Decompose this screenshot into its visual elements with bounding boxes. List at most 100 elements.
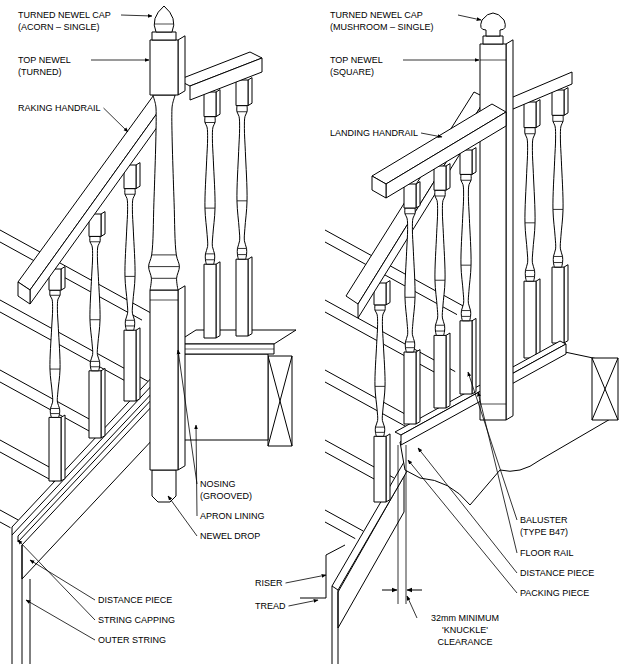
drawing-line <box>155 24 173 25</box>
part-label: NOSING (GROOVED) <box>200 478 270 502</box>
drawing-line <box>125 276 135 277</box>
drawing-part <box>174 330 296 344</box>
drawing-part <box>216 262 220 338</box>
part-label: 32mm MINIMUM 'KNUCKLE' CLEARANCE <box>420 612 510 648</box>
drawing-part <box>374 436 386 502</box>
drawing-part <box>506 40 513 420</box>
leader-line <box>18 540 95 620</box>
drawing-line <box>237 248 246 249</box>
part-label: OUTER STRING <box>98 634 166 646</box>
drawing-part <box>536 279 540 358</box>
drawing-part <box>18 282 30 304</box>
drawing-part <box>216 90 220 117</box>
leader-line <box>289 600 318 606</box>
drawing-line <box>150 300 178 301</box>
drawing-part <box>435 190 445 335</box>
drawing-part <box>460 321 472 394</box>
drawing-line <box>375 310 385 311</box>
drawing-line <box>525 276 534 277</box>
drawing-line <box>525 133 535 134</box>
leader-line <box>104 108 128 132</box>
drawing-part <box>89 371 101 438</box>
drawing-part <box>386 434 390 502</box>
drawing-line <box>375 386 385 387</box>
drawing-line <box>398 445 399 604</box>
drawing-part <box>553 115 563 267</box>
part-label: DISTANCE PIECE <box>98 594 172 606</box>
drawing-line <box>332 586 333 664</box>
drawing-part <box>404 352 416 424</box>
drawing-part <box>268 356 292 446</box>
drawing-line <box>90 361 99 362</box>
drawing-part <box>564 265 568 343</box>
drawing-line <box>461 316 470 317</box>
drawing-part <box>12 358 170 535</box>
drawing-part <box>404 184 416 208</box>
drawing-part <box>338 476 404 628</box>
drawing-line <box>461 180 471 181</box>
drawing-line <box>237 254 246 255</box>
part-label: RAKING HANDRAIL <box>18 102 101 114</box>
drawing-line <box>325 522 355 539</box>
drawing-line <box>90 319 100 320</box>
drawing-line <box>480 60 506 61</box>
part-label: DISTANCE PIECE <box>520 567 594 579</box>
drawing-line <box>50 295 60 296</box>
leader-line <box>178 350 197 484</box>
part-label: TREAD <box>255 600 286 612</box>
drawing-part <box>150 40 178 95</box>
drawing-line <box>405 297 415 298</box>
drawing-part <box>483 36 503 44</box>
drawing-part <box>506 72 572 112</box>
drawing-part <box>178 286 185 470</box>
part-label: TURNED NEWEL CAP (MUSHROOM – SINGLE) <box>330 9 455 33</box>
drawing-part <box>536 100 540 128</box>
drawing-line <box>553 209 563 210</box>
drawing-line <box>0 522 11 528</box>
drawing-line <box>90 366 99 367</box>
leader-line <box>91 60 149 61</box>
drawing-line <box>268 356 292 446</box>
drawing-line <box>151 278 176 279</box>
drawing-line <box>405 341 414 342</box>
drawing-line <box>22 545 23 664</box>
drawing-line <box>325 510 363 531</box>
leader-line <box>458 15 481 20</box>
leader-line <box>196 425 197 516</box>
drawing-line <box>553 121 563 122</box>
dimension-arrow <box>407 590 422 591</box>
drawing-part <box>49 417 61 481</box>
leader-line <box>478 392 517 553</box>
drawing-part <box>434 166 446 190</box>
drawing-part <box>564 88 568 116</box>
drawing-part <box>150 290 178 470</box>
leader-line <box>121 15 152 16</box>
drawing-line <box>205 122 215 123</box>
leader-line <box>421 133 442 137</box>
drawing-part <box>101 368 105 438</box>
part-label: RISER <box>255 577 283 589</box>
drawing-line <box>435 280 445 281</box>
drawing-part <box>18 92 168 290</box>
drawing-part <box>460 150 472 174</box>
drawing-part <box>248 78 252 106</box>
drawing-line <box>50 369 60 370</box>
drawing-line <box>553 262 562 263</box>
leader-line <box>168 496 197 536</box>
drawing-line <box>326 555 327 598</box>
drawing-line <box>405 347 414 348</box>
drawing-part <box>178 36 185 95</box>
drawing-line <box>152 254 177 255</box>
part-label: FLOOR RAIL <box>520 547 574 559</box>
drawing-line <box>0 312 140 389</box>
drawing-part <box>174 344 274 354</box>
drawing-part <box>50 290 60 417</box>
drawing-part <box>472 148 476 175</box>
drawing-part <box>461 174 471 320</box>
drawing-line <box>268 356 292 446</box>
leader-line <box>407 596 417 618</box>
part-label: APRON LINING <box>200 510 265 522</box>
drawing-part <box>386 281 390 305</box>
drawing-line <box>592 358 618 420</box>
